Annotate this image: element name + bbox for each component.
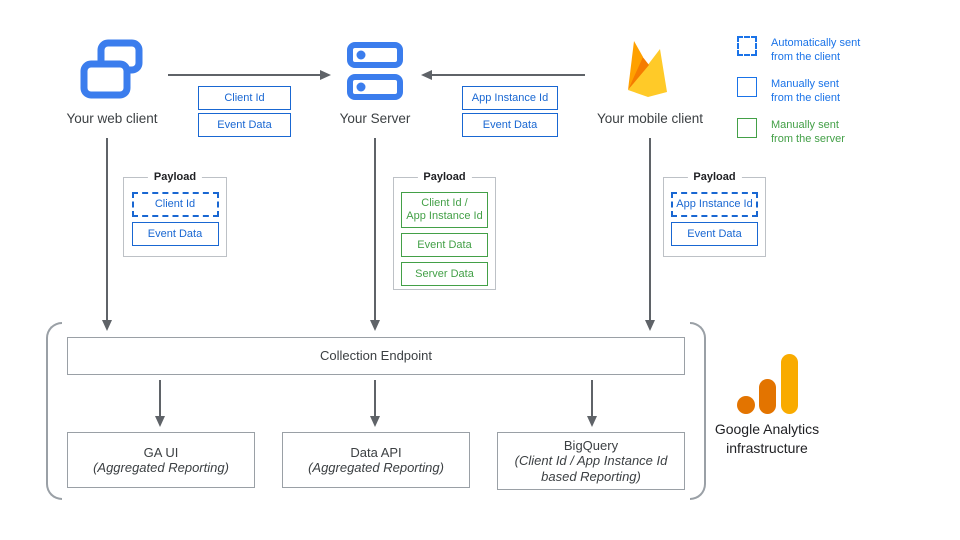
legend-swatch-dashed-blue — [737, 36, 757, 56]
payload-box-web: Payload Client Id Event Data — [123, 171, 227, 257]
payload-field-client-id: Client Id — [131, 192, 219, 217]
legend-swatch-solid-blue — [737, 77, 757, 97]
firebase-flame-icon — [628, 41, 667, 97]
google-analytics-logo-icon — [737, 354, 798, 414]
flow-field-event-data-mobile: Event Data — [462, 113, 558, 137]
output-subtitle: (Client Id / App Instance Id based Repor… — [514, 453, 668, 484]
payload-field-event-data: Event Data — [401, 233, 488, 257]
overlapping-windows-icon — [80, 39, 143, 99]
output-box-bigquery: BigQuery (Client Id / App Instance Id ba… — [497, 432, 685, 490]
output-subtitle: (Aggregated Reporting) — [308, 460, 444, 475]
payload-field-app-instance-id: App Instance Id — [671, 192, 758, 217]
mobile-client-label: Your mobile client — [596, 111, 704, 126]
output-box-data-api: Data API (Aggregated Reporting) — [282, 432, 470, 488]
payload-title: Payload — [687, 171, 742, 183]
output-title: GA UI — [143, 444, 179, 460]
legend-swatch-solid-green — [737, 118, 757, 138]
output-title: Data API — [350, 444, 402, 460]
payload-title: Payload — [417, 171, 472, 183]
web-client-label: Your web client — [66, 111, 158, 126]
output-subtitle: (Aggregated Reporting) — [93, 460, 229, 475]
output-title: BigQuery — [563, 437, 619, 453]
payload-field-event-data: Event Data — [671, 222, 758, 246]
collection-endpoint-box: Collection Endpoint — [67, 337, 685, 375]
payload-field-event-data: Event Data — [131, 222, 219, 246]
server-stack-icon — [347, 42, 403, 100]
collection-endpoint-label: Collection Endpoint — [319, 348, 433, 364]
infrastructure-bracket-right — [690, 322, 706, 500]
infrastructure-bracket-left — [46, 322, 62, 500]
payload-title: Payload — [147, 171, 203, 183]
output-box-ga-ui: GA UI (Aggregated Reporting) — [67, 432, 255, 488]
payload-box-mobile: Payload App Instance Id Event Data — [663, 171, 766, 257]
infrastructure-caption: Google Analytics infrastructure — [714, 421, 820, 456]
payload-field-client-or-app-id: Client Id / App Instance Id — [401, 192, 488, 228]
flow-field-app-instance-id: App Instance Id — [462, 86, 558, 110]
flow-field-client-id: Client Id — [198, 86, 291, 110]
server-label: Your Server — [339, 111, 411, 126]
payload-field-server-data: Server Data — [401, 262, 488, 286]
payload-box-server: Payload Client Id / App Instance Id Even… — [393, 171, 496, 290]
flow-field-event-data-web: Event Data — [198, 113, 291, 137]
